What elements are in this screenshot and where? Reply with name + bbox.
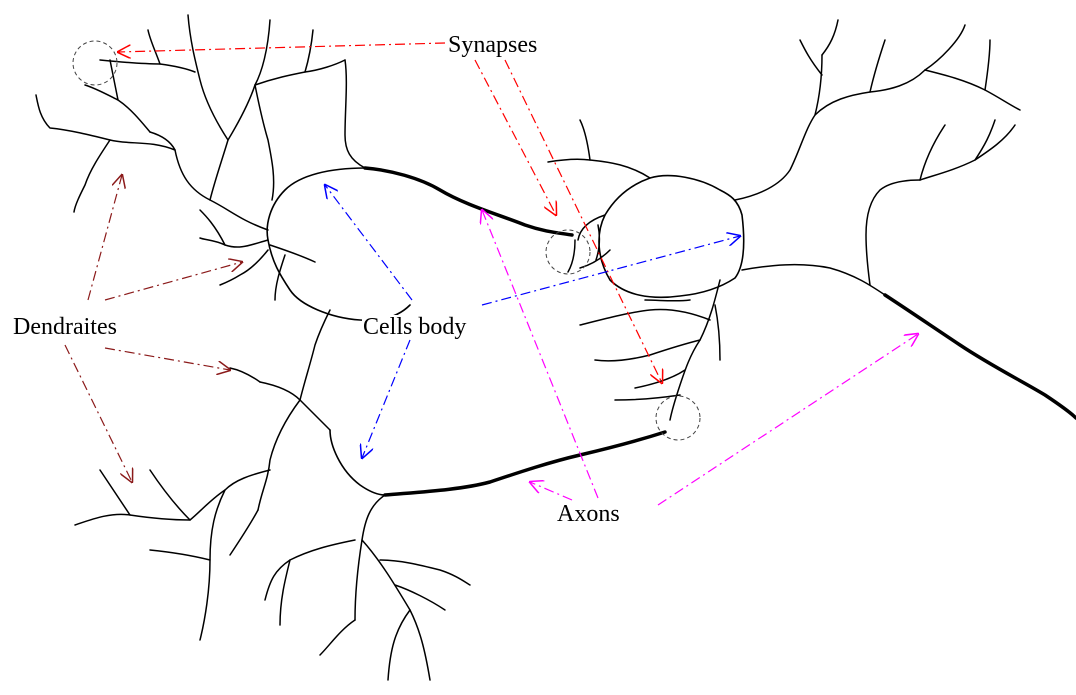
label-synapses: Synapses [447,33,538,57]
axons-arrows [482,210,918,505]
cell-body-bottom-left [330,430,385,495]
neuron-center [548,20,1076,420]
label-dendraites: Dendraites [12,315,118,339]
label-axons: Axons [556,502,621,526]
axon-bottom [385,432,665,495]
cell-body-top-left [267,168,410,320]
synapse-circle [546,230,590,274]
axon-top [365,168,572,235]
axon-right [885,295,1076,418]
cell-body-center [599,176,744,298]
label-cells-body: Cells body [362,315,467,339]
neuron-bottom-left [75,310,665,680]
synapse-circle [656,396,700,440]
